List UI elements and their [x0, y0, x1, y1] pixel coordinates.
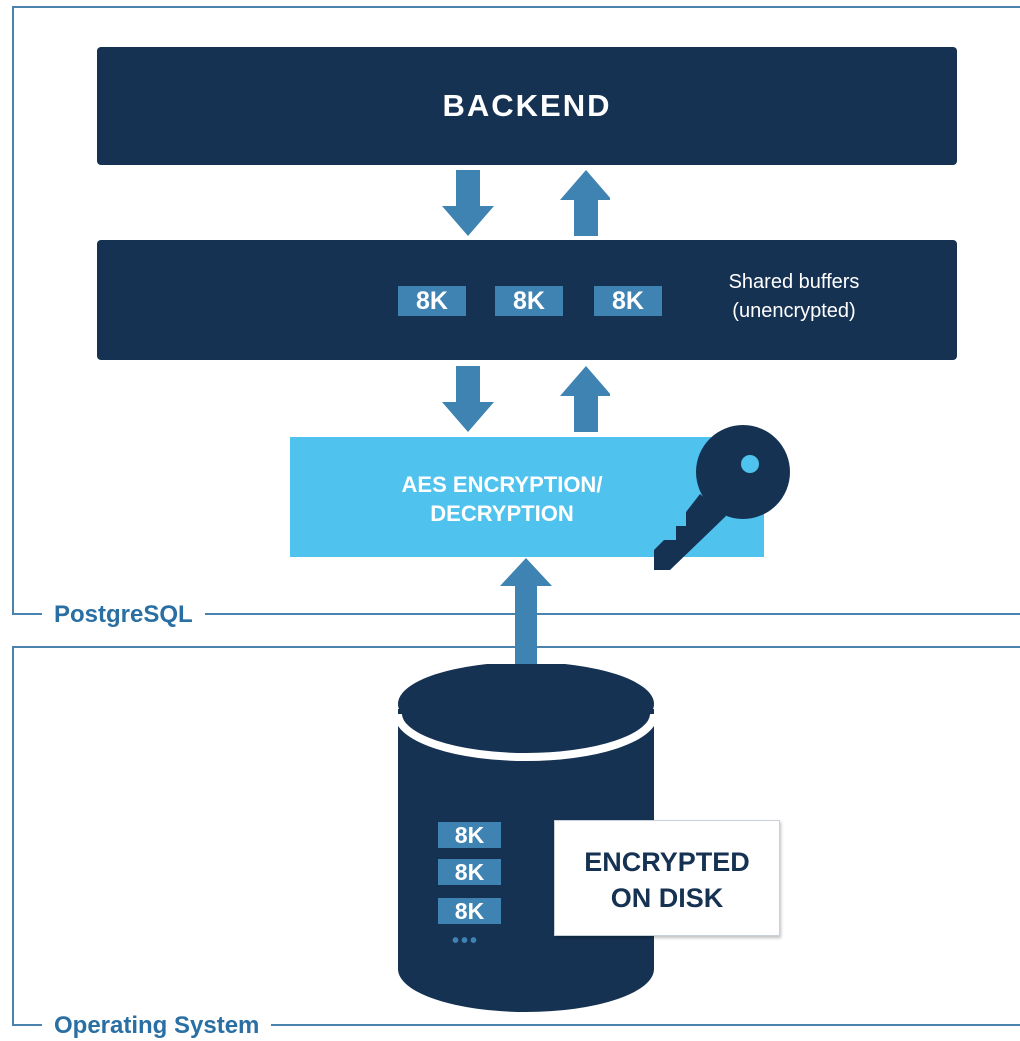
encrypted-label: ENCRYPTED ON DISK	[555, 844, 779, 916]
buffer-page-8k: 8K	[594, 286, 662, 316]
aes-encryption-box: AES ENCRYPTION/ DECRYPTION	[290, 437, 764, 557]
shared-buffers-label-line2: (unencrypted)	[732, 300, 856, 322]
operating-system-label: Operating System	[42, 1011, 272, 1041]
backend-title: BACKEND	[442, 88, 612, 123]
arrow-down-icon	[442, 366, 494, 432]
buffer-page-8k: 8K	[495, 286, 563, 316]
key-icon	[654, 425, 790, 570]
disk-page-8k: 8K	[438, 859, 501, 885]
shared-buffers-box: 8K 8K 8K Shared buffers (unencrypted)	[97, 240, 957, 360]
arrow-pair-top	[442, 170, 610, 236]
more-pages-dots: •••	[452, 930, 480, 952]
arrow-pair-middle	[442, 366, 610, 432]
encrypted-label-line1: ENCRYPTED	[584, 847, 750, 877]
arrow-up-icon	[560, 366, 610, 432]
encrypted-on-disk-callout: ENCRYPTED ON DISK	[554, 820, 780, 936]
database-icon	[398, 664, 658, 1012]
encrypted-label-line2: ON DISK	[610, 883, 724, 913]
aes-label: AES ENCRYPTION/ DECRYPTION	[332, 470, 672, 528]
double-arrow-icon	[500, 558, 552, 704]
postgresql-label: PostgreSQL	[42, 600, 205, 630]
aes-label-line1: AES ENCRYPTION/	[401, 472, 603, 497]
disk-page-8k: 8K	[438, 898, 501, 924]
buffer-page-8k: 8K	[398, 286, 466, 316]
disk-page-8k: 8K	[438, 822, 501, 848]
arrow-down-icon	[442, 170, 494, 236]
arrow-up-icon	[560, 170, 610, 236]
backend-box: BACKEND	[97, 47, 957, 165]
shared-buffers-label-line1: Shared buffers	[728, 271, 860, 293]
shared-buffers-label: Shared buffers (unencrypted)	[694, 268, 894, 326]
aes-label-line2: DECRYPTION	[430, 501, 574, 526]
